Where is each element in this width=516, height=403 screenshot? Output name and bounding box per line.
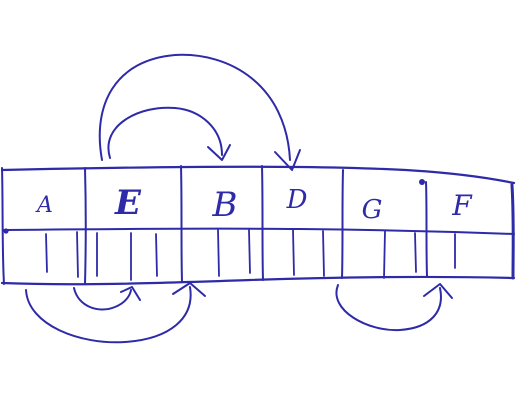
cell-letter-g: G <box>362 195 383 225</box>
cell-letters: A E B D G F <box>35 183 473 225</box>
tape-dot <box>419 179 425 185</box>
cell-divider <box>84 167 87 285</box>
cell-divider <box>341 169 344 279</box>
arrowhead-a-to-b <box>172 282 206 297</box>
cell-divider <box>425 181 428 277</box>
cell-divider <box>261 165 264 281</box>
tape-right-edge <box>510 183 515 280</box>
cell-letter-f: F <box>451 189 473 222</box>
arrowhead-a-to-e <box>120 286 141 301</box>
arrowhead-e-to-d <box>274 149 301 171</box>
tape-left-edge <box>1 167 5 285</box>
tape-middle-line <box>3 227 515 235</box>
top-arrows <box>98 53 301 171</box>
arrowhead-g-to-f <box>423 283 453 299</box>
tape-top-edge <box>0 165 516 185</box>
cell-divider <box>180 165 183 283</box>
arrow-a-to-b <box>25 286 192 344</box>
tape-dot <box>3 228 9 234</box>
cell-letter-a: A <box>35 193 53 218</box>
arrow-e-to-d <box>98 53 291 161</box>
cell-letter-b: B <box>212 185 238 225</box>
cell-letter-e: E <box>114 183 142 223</box>
arrow-e-to-b <box>107 106 223 159</box>
arrowhead-e-to-b <box>207 144 231 161</box>
tape-bottom-edge <box>0 275 516 286</box>
arrow-g-to-f <box>335 284 442 332</box>
arrow-a-to-e <box>73 287 132 311</box>
tape-hatching <box>45 229 456 281</box>
bottom-arrows <box>25 282 453 344</box>
tape-strip <box>0 165 516 286</box>
cell-letter-d: D <box>286 185 308 215</box>
